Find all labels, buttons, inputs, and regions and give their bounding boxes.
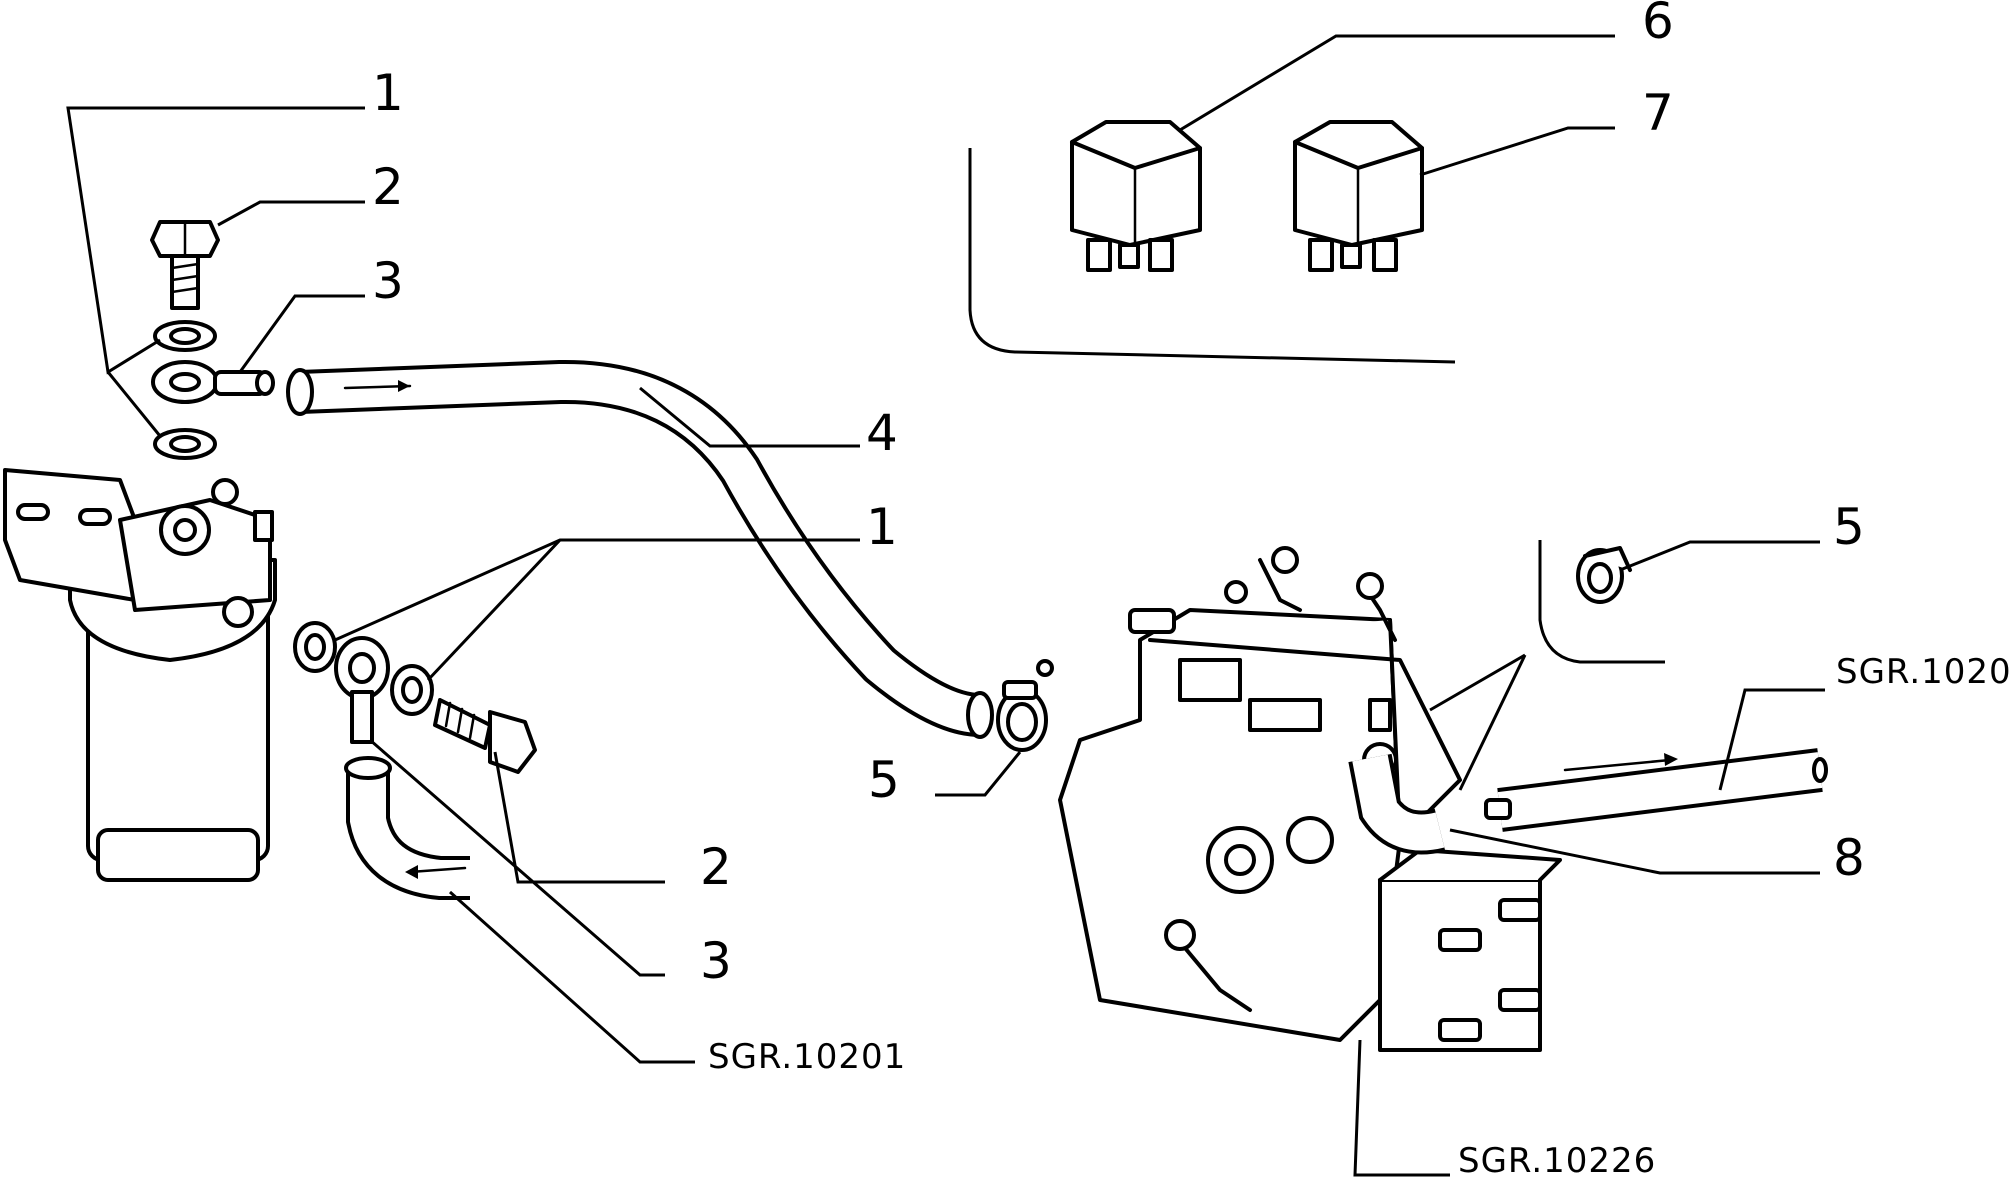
callout-8: 8 — [1833, 829, 1865, 887]
callout-3-bottom: 3 — [700, 932, 732, 990]
relay-box-frame — [968, 148, 1456, 364]
lower-bolt — [433, 698, 537, 774]
callout-6: 6 — [1642, 0, 1674, 50]
lower-banjo — [334, 636, 390, 744]
callout-2-top: 2 — [372, 158, 404, 216]
callout-1-mid: 1 — [866, 498, 898, 556]
lower-washer-b — [390, 664, 434, 716]
relay-7 — [1293, 120, 1424, 272]
hose-clamp-right — [1576, 546, 1632, 604]
callout-5-left: 5 — [868, 751, 900, 809]
leader-lines — [66, 34, 1825, 1177]
injection-pump — [1058, 546, 1562, 1052]
ref-sgr-bottom: SGR.10226 — [1458, 1141, 1656, 1177]
callout-3-top: 3 — [372, 252, 404, 310]
ref-sgr-right: SGR.10201 — [1836, 652, 2015, 692]
relay-6 — [1070, 120, 1202, 272]
callout-1-top: 1 — [372, 64, 404, 122]
reference-labels: SGR.10201 SGR.10201 SGR.10226 — [708, 652, 2015, 1177]
callout-labels: 1 2 3 4 1 5 2 3 6 7 5 8 — [372, 0, 1865, 990]
banjo-fitting-top — [151, 360, 275, 404]
lower-return-hose — [344, 756, 470, 900]
callout-2-bottom: 2 — [700, 838, 732, 896]
ref-sgr-left: SGR.10201 — [708, 1037, 906, 1077]
banjo-bolt-top — [150, 220, 220, 310]
fuel-filter — [3, 468, 277, 882]
hose-clamp — [996, 659, 1054, 752]
callout-4: 4 — [866, 404, 898, 462]
sealing-washer-lower — [153, 428, 217, 460]
callout-7: 7 — [1642, 84, 1674, 142]
detail-frame — [1538, 540, 1665, 664]
lower-washer-a — [293, 621, 337, 673]
callout-5-right: 5 — [1833, 498, 1865, 556]
return-pipe — [1484, 748, 1828, 832]
sealing-washer-top — [153, 320, 217, 352]
